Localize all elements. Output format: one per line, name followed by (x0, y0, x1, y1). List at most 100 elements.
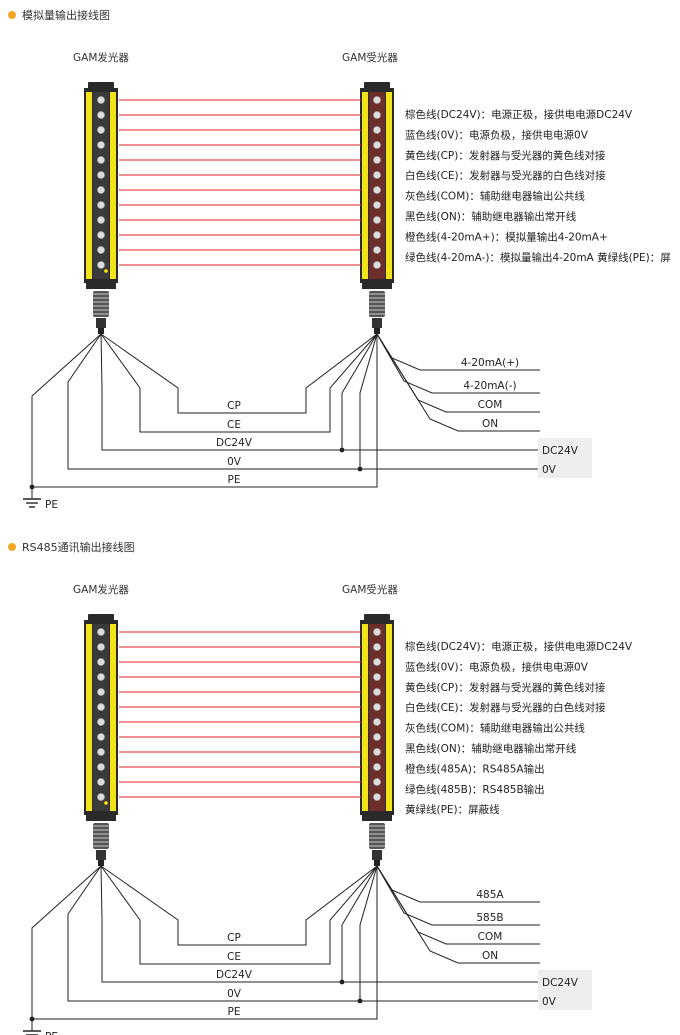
legend-line: 棕色线(DC24V)：电源正极，接供电电源DC24V (405, 108, 633, 121)
connector-nut (372, 850, 382, 860)
sensor-strip-right (110, 624, 116, 811)
ground-label: PE (45, 499, 58, 511)
sensor-strip-left (86, 624, 92, 811)
lens-dot (373, 793, 381, 801)
sensor-lens-column (369, 92, 385, 279)
ground-label: PE (45, 1031, 58, 1035)
connector-body (369, 291, 385, 317)
lens-dot (97, 643, 105, 651)
wire-output-1 (376, 865, 540, 926)
lens-dot (373, 673, 381, 681)
wire-pe-receiver (32, 334, 378, 488)
lens-dot (373, 733, 381, 741)
lens-dot (373, 703, 381, 711)
lens-dot (373, 628, 381, 636)
junction-dot (357, 998, 363, 1004)
connector-tip (98, 328, 104, 334)
wire-dc24v-receiver (341, 333, 538, 451)
sensor-lens-column (93, 624, 109, 811)
connector-tip (98, 860, 104, 866)
lens-dot (97, 156, 105, 164)
lens-dot (97, 186, 105, 194)
receiver-sensor (360, 82, 394, 334)
sensor-strip-right (386, 624, 392, 811)
legend-line: 黄色线(CP)：发射器与受光器的黄色线对接 (405, 149, 606, 162)
wire-output-1 (376, 333, 540, 394)
legend-line: 灰色线(COM)：辅助继电器输出公共线 (405, 722, 585, 735)
section-title: RS485通讯输出接线图 (22, 540, 135, 554)
wire-label-cp: CP (227, 932, 241, 944)
lens-dot (373, 778, 381, 786)
wire-0v-emitter (67, 865, 360, 1002)
supply-dc24v: DC24V (542, 977, 579, 989)
lens-dot (373, 763, 381, 771)
legend-line: 蓝色线(0V)：电源负极，接供电电源0V (405, 128, 589, 141)
wire-output-0 (376, 865, 540, 903)
wire-label-ce: CE (227, 951, 241, 963)
legend-line: 黄绿线(PE)：屏蔽线 (405, 803, 500, 816)
wire-dc24v-emitter (100, 865, 342, 983)
wire-0v-receiver (359, 333, 538, 470)
wire-dc24v-emitter (100, 333, 342, 451)
lens-dot (373, 126, 381, 134)
lens-dot (97, 246, 105, 254)
connector-nut (372, 318, 382, 328)
wire-label-pe: PE (228, 474, 241, 486)
lens-dot (373, 96, 381, 104)
lens-dot (373, 748, 381, 756)
lens-dot (97, 201, 105, 209)
indicator-led (386, 269, 390, 273)
connector-body (369, 823, 385, 849)
lens-dot (97, 216, 105, 224)
section-title: 模拟量输出接线图 (22, 8, 110, 22)
lens-dot (97, 718, 105, 726)
sensor-base (86, 815, 116, 821)
emitter-sensor (84, 614, 118, 866)
receiver-label: GAM受光器 (342, 583, 398, 596)
supply-box (538, 438, 592, 478)
wire-0v-emitter (67, 333, 360, 470)
sensor-base (362, 283, 392, 289)
legend-line: 黑色线(ON)：辅助继电器输出常开线 (405, 742, 577, 755)
lens-dot (373, 246, 381, 254)
legend-line: 蓝色线(0V)：电源负极，接供电电源0V (405, 660, 589, 673)
lens-dot (97, 703, 105, 711)
sensor-strip-right (386, 92, 392, 279)
wire-label-pe: PE (228, 1006, 241, 1018)
emitter-sensor (84, 82, 118, 334)
wire-pe-emitter (31, 333, 102, 495)
legend-line: 绿色线(485B)：RS485B输出 (405, 783, 545, 796)
output-label-2: COM (478, 399, 503, 411)
lens-dot (373, 658, 381, 666)
receiver-label: GAM受光器 (342, 51, 398, 64)
output-label-3: ON (482, 950, 498, 962)
lens-dot (97, 96, 105, 104)
lens-dot (97, 763, 105, 771)
sensor-lens-column (93, 92, 109, 279)
sensor-strip-left (86, 92, 92, 279)
output-label-0: 4-20mA(+) (461, 357, 519, 369)
wire-label-cp: CP (227, 400, 241, 412)
connector-body (93, 823, 109, 849)
output-label-1: 585B (476, 912, 503, 924)
output-label-1: 4-20mA(-) (463, 380, 516, 392)
section-bullet-icon (8, 543, 16, 551)
wire-cp (100, 865, 378, 946)
lens-dot (97, 658, 105, 666)
legend-line: 橙色线(4-20mA+)：模拟量输出4-20mA+ (405, 230, 608, 243)
supply-0v: 0V (542, 996, 557, 1008)
lens-dot (97, 628, 105, 636)
lens-dot (97, 673, 105, 681)
wire-label-dc24v: DC24V (216, 969, 253, 981)
lens-dot (373, 186, 381, 194)
output-label-0: 485A (476, 889, 504, 901)
wire-dc24v-receiver (341, 865, 538, 983)
lens-dot (373, 261, 381, 269)
lens-dot (373, 231, 381, 239)
lens-dot (97, 778, 105, 786)
lens-dot (97, 231, 105, 239)
wire-output-3 (376, 865, 540, 964)
lens-dot (373, 688, 381, 696)
junction-dot (339, 447, 345, 453)
